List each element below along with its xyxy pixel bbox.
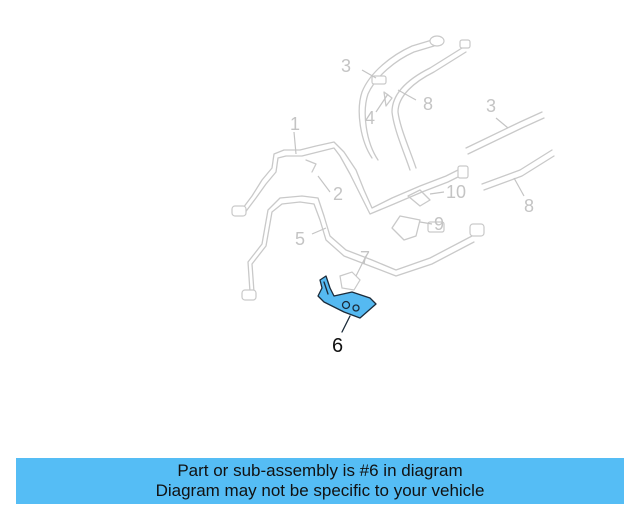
callout-8-upper: 8 <box>423 94 433 114</box>
callout-6: 6 <box>332 335 343 357</box>
callout-10: 10 <box>446 182 466 202</box>
callout-1: 1 <box>290 114 300 134</box>
highlighted-part-6 <box>317 275 377 319</box>
callout-labels: 1 2 3 4 8 3 10 8 9 5 7 6 <box>290 56 534 357</box>
callout-4: 4 <box>365 108 375 128</box>
callout-2: 2 <box>333 184 343 204</box>
callout-9: 9 <box>434 214 444 234</box>
hose-assembly-right <box>391 111 555 241</box>
part-7-ghost <box>339 271 361 291</box>
banner-line-1: Part or sub-assembly is #6 in diagram <box>177 461 463 480</box>
banner-line-2: Diagram may not be specific to your vehi… <box>155 481 485 500</box>
callout-3-upper: 3 <box>341 56 351 76</box>
hose-assembly-upper <box>358 35 471 171</box>
callout-3-right: 3 <box>486 96 496 116</box>
callout-8-right: 8 <box>524 196 534 216</box>
leader-lines <box>293 69 525 333</box>
callout-7: 7 <box>360 248 370 268</box>
callout-5: 5 <box>295 229 305 249</box>
info-banner: Part or sub-assembly is #6 in diagram Di… <box>16 458 624 504</box>
parts-diagram: 1 2 3 4 8 3 10 8 9 5 7 6 <box>231 35 555 357</box>
hose-assembly-left <box>231 141 485 301</box>
